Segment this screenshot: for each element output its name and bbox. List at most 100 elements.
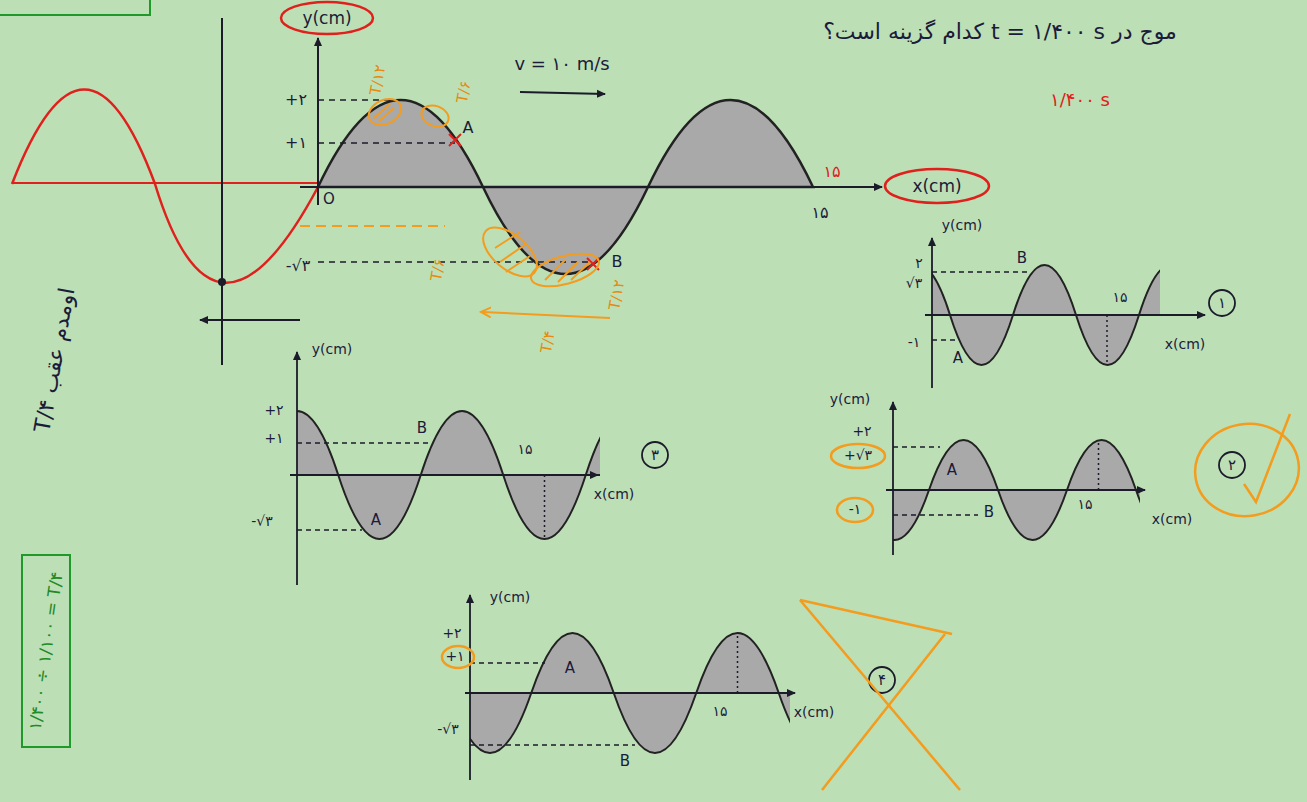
main-wave-part: [300, 186, 882, 188]
point-label: A: [947, 462, 957, 479]
orange-annotations-part: [475, 218, 546, 285]
option-two-graph-part: [886, 489, 1145, 491]
option-four-graph-part: [470, 663, 635, 745]
time-note: T/۴: [538, 330, 558, 355]
option-four-graph-part: [737, 633, 739, 693]
orange-annotations-part: [300, 225, 445, 227]
tick-label: +√۳: [844, 448, 872, 463]
axis-label: x(cm): [912, 177, 961, 196]
time-note: T/۶: [428, 258, 448, 283]
tick-label: -√۳: [286, 257, 311, 275]
main-wave-part: [317, 38, 319, 205]
tick-label: ۲: [915, 256, 923, 271]
option-number: ۱: [1218, 295, 1226, 312]
orange-cross-part: [800, 600, 952, 634]
axis-label: y(cm): [490, 590, 531, 605]
red-extension-part: [218, 278, 226, 286]
red-extension-part: [221, 18, 223, 365]
main-wave-part: [449, 134, 599, 270]
option-four-graph-part: [469, 595, 471, 780]
tick-label: ۱۵: [712, 704, 727, 719]
tick-label: -√۳: [437, 722, 459, 737]
option-one-graph-part: [1209, 290, 1235, 316]
main-wave-part: [520, 92, 605, 94]
option-four-graph-part: [869, 667, 895, 693]
option-three-graph-part: [297, 443, 430, 530]
orange-cross-part: [442, 646, 474, 668]
green-note-box: [22, 555, 70, 747]
orange-check-part: [1244, 414, 1290, 502]
orange-annotations-part: [418, 102, 451, 130]
orange-check-part: [837, 498, 873, 522]
point-label: A: [565, 660, 575, 677]
option-one-graph: [887, 238, 1235, 388]
main-wave: [300, 38, 882, 274]
handwritten-note: T/۴ اومدم عقب: [30, 286, 79, 434]
option-three-graph-part: [290, 474, 598, 476]
point-label: B: [984, 504, 994, 521]
speed-label: v = ۱۰ m/s: [514, 54, 609, 74]
tick-label: +۱: [264, 431, 283, 446]
tick-label: -۱: [849, 502, 862, 517]
tick-label: +۱: [445, 649, 464, 664]
orange-check-part: [1188, 416, 1306, 525]
tick-label: -۱: [908, 335, 921, 350]
green-note-box-part: [22, 555, 70, 747]
orange-check-part: [831, 444, 885, 468]
option-three-graph-part: [544, 475, 546, 540]
option-four-graph-part: [470, 633, 790, 753]
axis-label: x(cm): [594, 487, 635, 502]
orange-annotations: [300, 94, 610, 318]
handwritten-note: ۱/۴۰۰ ÷ ۱/۱۰۰ = T/۴: [26, 571, 67, 732]
axis-label: y(cm): [942, 218, 983, 233]
option-two-graph-part: [893, 447, 978, 515]
orange-annotations-part: [528, 247, 603, 292]
axis-label: y(cm): [312, 342, 353, 357]
point-label: B: [417, 420, 427, 437]
tick-label: √۳: [906, 276, 922, 291]
orange-annotations-part: [374, 104, 394, 121]
option-two-graph-part: [893, 440, 1140, 540]
tick-label: +۲: [442, 626, 461, 641]
option-number: ۴: [878, 672, 886, 689]
tick-label: ۱۵: [1112, 290, 1127, 305]
option-number: ۲: [1228, 457, 1236, 474]
tick-label: ۱۵: [1077, 497, 1092, 512]
option-one-graph-part: [1106, 315, 1108, 365]
point-label: A: [953, 350, 963, 367]
tick-label: +۱: [285, 134, 307, 152]
point-label: B: [612, 253, 623, 271]
option-three-graph-part: [297, 411, 600, 539]
orange-annotations-part: [365, 94, 406, 130]
option-four-graph-part: [465, 692, 795, 694]
orange-annotations-part: [495, 232, 530, 272]
time-note: T/۱۲: [367, 64, 389, 97]
point-label: B: [620, 753, 630, 770]
orange-cross-part: [822, 634, 945, 790]
red-extension-part: [200, 319, 300, 321]
axis-label: x(cm): [1152, 512, 1193, 527]
tick-label: +۲: [285, 91, 307, 109]
tick-label: +۲: [264, 403, 283, 418]
option-one-graph-part: [932, 272, 1030, 340]
red-extension-part: [12, 182, 318, 184]
tick-label: ۱۵: [823, 163, 840, 181]
axis-label: x(cm): [1165, 337, 1206, 352]
option-three-graph: [256, 352, 669, 585]
option-three-graph-part: [296, 352, 298, 585]
orange-annotations-part: [545, 260, 590, 282]
option-two-graph-part: [1219, 452, 1245, 478]
main-wave-part: [318, 100, 590, 262]
origin-label: O: [323, 191, 335, 208]
tick-label: ۱۵: [517, 442, 532, 457]
red-highlights-part: [281, 2, 373, 34]
time-note: ۱/۴۰۰ s: [1050, 90, 1110, 110]
option-one-graph-part: [931, 238, 933, 388]
tick-label: -√۳: [251, 514, 273, 529]
option-two-graph-part: [892, 402, 894, 555]
time-note: T/۱۲: [606, 279, 628, 312]
point-label: A: [463, 119, 474, 137]
green-corner: [0, 0, 150, 15]
